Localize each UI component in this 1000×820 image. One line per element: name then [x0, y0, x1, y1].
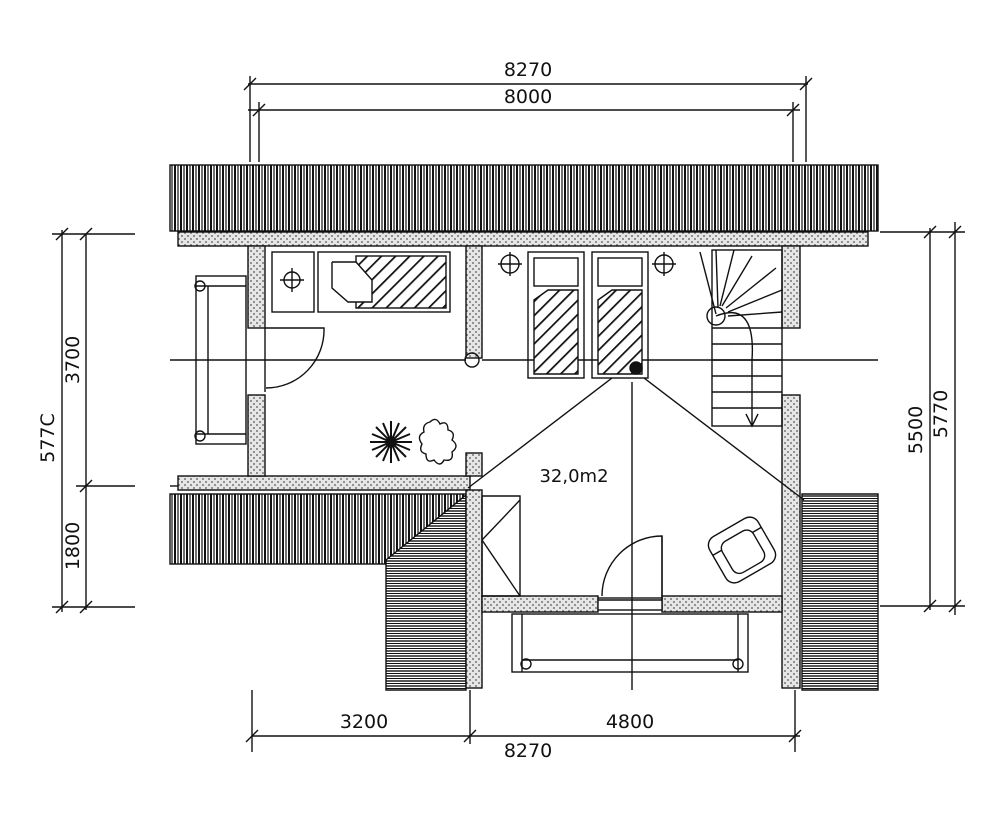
dim-left-upper: 3700 [62, 336, 84, 384]
dim-right-outer: 5770 [930, 390, 952, 438]
dim-right-inner: 5500 [905, 406, 927, 454]
dim-left-total: 577C [37, 413, 59, 463]
dim-bottom-left: 3200 [340, 711, 388, 733]
roof-hatching [169, 164, 879, 691]
bedroom-area [467, 249, 805, 501]
dim-top-inner: 8000 [504, 86, 552, 108]
dim-bottom-total: 8270 [504, 740, 552, 762]
dimension-lines [52, 76, 965, 752]
dim-left-lower: 1800 [62, 522, 84, 570]
left-room [170, 251, 878, 690]
living-area [481, 495, 777, 601]
dim-top-outer: 8270 [504, 59, 552, 81]
walls [177, 231, 869, 689]
room-area-label: 32,0m2 [539, 466, 608, 487]
dim-bottom-right: 4800 [606, 711, 654, 733]
